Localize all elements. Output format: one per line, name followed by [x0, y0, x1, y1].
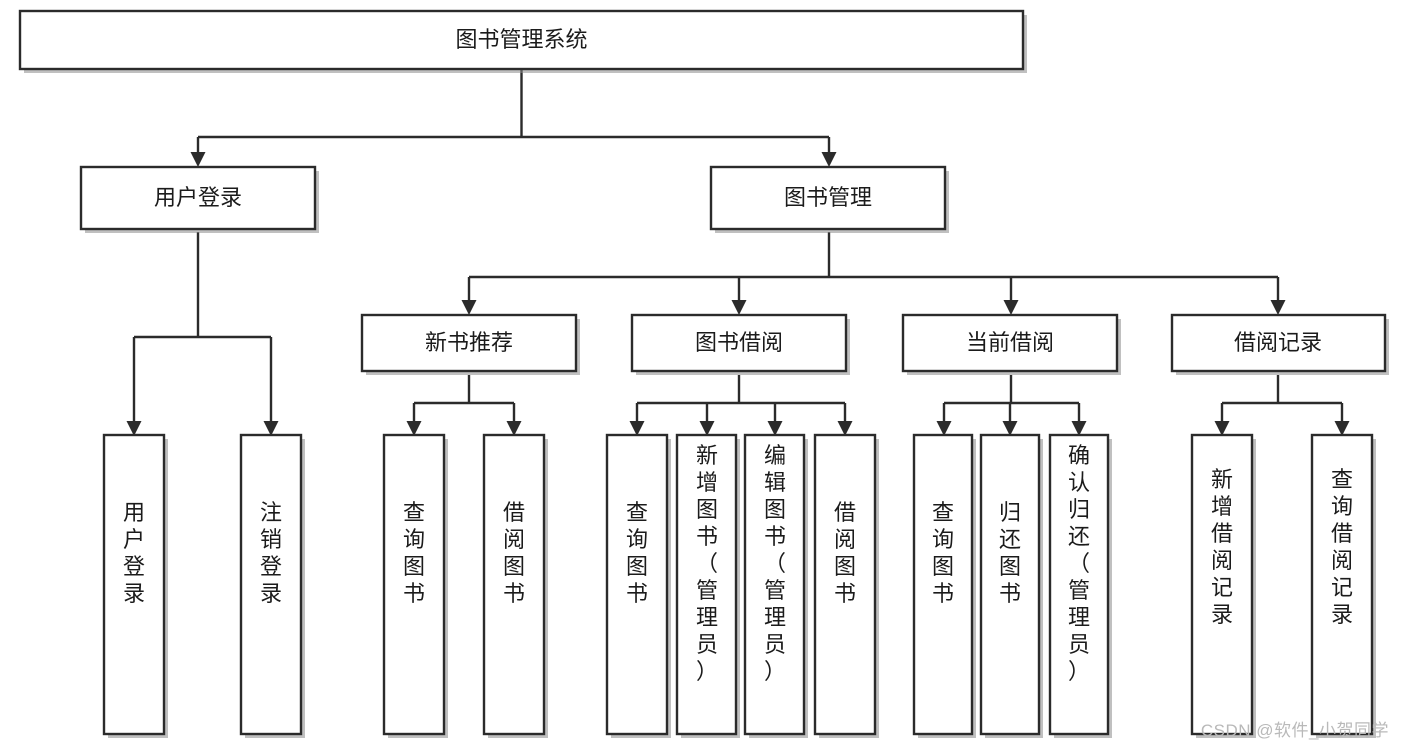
node-label: 用户登录: [123, 500, 145, 606]
node-label: 编辑图书（管理员）: [764, 443, 786, 684]
arrow-icon-borrowrecord-leaf-0: [1214, 421, 1230, 436]
arrow-icon-root-to-user-login: [190, 152, 206, 167]
arrow-icon-l3-3: [1270, 300, 1286, 315]
node-label: 借阅图书: [503, 500, 525, 606]
node-label: 图书管理: [784, 185, 872, 210]
arrow-icon-bookborrow-leaf-1: [699, 421, 715, 436]
node-box: [813, 433, 877, 736]
node-box: [382, 433, 446, 736]
node-box: [743, 433, 806, 736]
node-label: 查询图书: [932, 500, 954, 606]
leaf-user-login-logout[interactable]: 注销登录: [239, 433, 305, 738]
leaf-book-borrow-add[interactable]: 新增图书（管理员）: [675, 433, 740, 738]
node-box: [239, 433, 303, 736]
node-box: [1170, 313, 1387, 373]
node-label: 借阅图书: [834, 500, 856, 606]
node-root-book-management-system[interactable]: 图书管理系统: [18, 9, 1027, 73]
leaf-borrow-record-query[interactable]: 查询借阅记录: [1310, 433, 1376, 738]
leaf-new-book-query[interactable]: 查询图书: [382, 433, 448, 738]
node-label: 图书管理系统: [455, 27, 587, 52]
node-box: [102, 433, 166, 736]
node-label: 当前借阅: [966, 330, 1054, 355]
arrow-icon-currentborrow-leaf-0: [936, 421, 952, 436]
node-borrow-record[interactable]: 借阅记录: [1170, 313, 1389, 375]
node-book-borrow[interactable]: 图书借阅: [630, 313, 850, 375]
node-label: 新增图书（管理员）: [696, 443, 718, 684]
leaf-new-book-borrow[interactable]: 借阅图书: [482, 433, 548, 738]
node-user-login[interactable]: 用户登录: [79, 165, 319, 233]
node-label: 查询借阅记录: [1331, 467, 1353, 627]
leaf-borrow-record-add[interactable]: 新增借阅记录: [1190, 433, 1256, 738]
node-label: 查询图书: [626, 500, 648, 606]
arrow-icon-root-to-book-mgmt: [821, 152, 837, 167]
leaf-current-borrow-return[interactable]: 归还图书: [979, 433, 1043, 738]
arrow-icon-l3-1: [731, 300, 747, 315]
leaf-current-borrow-confirm-return[interactable]: 确认归还（管理员）: [1048, 433, 1112, 738]
node-box: [1048, 433, 1110, 736]
leaf-book-borrow-query[interactable]: 查询图书: [605, 433, 671, 738]
leaf-current-borrow-query[interactable]: 查询图书: [912, 433, 976, 738]
leaf-user-login-login[interactable]: 用户登录: [102, 433, 168, 738]
node-box: [360, 313, 578, 373]
node-box: [912, 433, 974, 736]
node-label: 确认归还（管理员）: [1068, 443, 1090, 684]
node-label: 归还图书: [999, 500, 1021, 606]
arrow-icon-bookborrow-leaf-2: [767, 421, 783, 436]
arrow-icon-userlogin-leaf-1: [263, 421, 279, 436]
node-box: [482, 433, 546, 736]
connector-layer: [132, 69, 1344, 423]
node-box: [79, 165, 317, 231]
arrow-icon-l3-0: [461, 300, 477, 315]
node-label: 新增借阅记录: [1211, 467, 1233, 627]
node-label: 借阅记录: [1234, 330, 1322, 355]
arrow-icon-userlogin-leaf-0: [126, 421, 142, 436]
arrow-icon-bookborrow-leaf-3: [837, 421, 853, 436]
leaf-book-borrow-borrow[interactable]: 借阅图书: [813, 433, 879, 738]
node-label: 图书借阅: [695, 330, 783, 355]
arrow-icon-newbook-leaf-0: [406, 421, 422, 436]
leaf-book-borrow-edit[interactable]: 编辑图书（管理员）: [743, 433, 808, 738]
node-box: [1310, 433, 1374, 736]
node-box: [901, 313, 1119, 373]
arrow-icon-l3-2: [1003, 300, 1019, 315]
arrow-icon-currentborrow-leaf-1: [1002, 421, 1018, 436]
arrow-icon-currentborrow-leaf-2: [1071, 421, 1087, 436]
arrow-icon-borrowrecord-leaf-1: [1334, 421, 1350, 436]
node-current-borrow[interactable]: 当前借阅: [901, 313, 1121, 375]
watermark-csdn: CSDN @软件_小贺同学: [1200, 721, 1389, 740]
node-box: [630, 313, 848, 373]
arrow-icon-newbook-leaf-1: [506, 421, 522, 436]
node-box: [979, 433, 1041, 736]
node-box: [605, 433, 669, 736]
node-label: 用户登录: [154, 185, 242, 210]
node-box: [675, 433, 738, 736]
node-box: [709, 165, 947, 231]
node-book-management[interactable]: 图书管理: [709, 165, 949, 233]
node-box: [1190, 433, 1254, 736]
node-label: 查询图书: [403, 500, 425, 606]
node-box: [18, 9, 1025, 71]
arrow-icon-bookborrow-leaf-0: [629, 421, 645, 436]
node-new-book-recommend[interactable]: 新书推荐: [360, 313, 580, 375]
node-label: 新书推荐: [425, 330, 513, 355]
node-label: 注销登录: [260, 500, 282, 606]
